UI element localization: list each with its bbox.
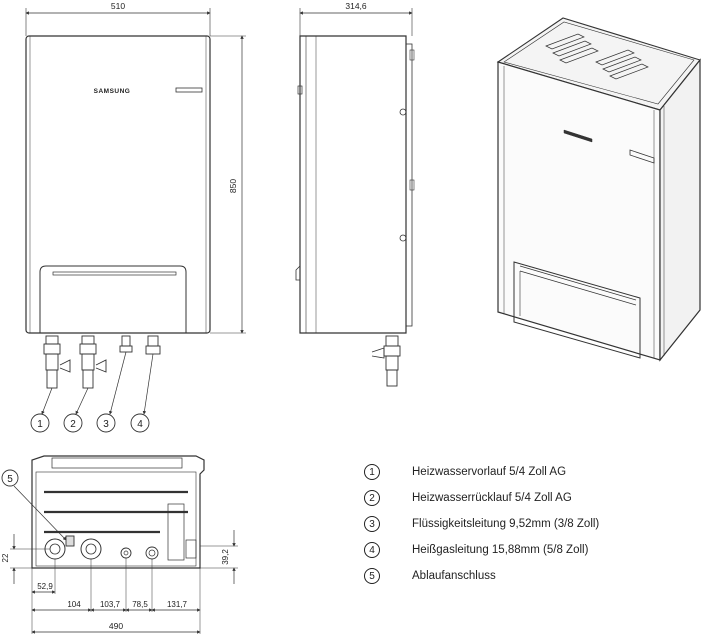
svg-text:1: 1	[37, 419, 43, 430]
dim-104: 104	[67, 600, 81, 609]
callout-4: 4	[130, 413, 150, 433]
front-connections	[43, 335, 161, 389]
legend-text: Ablaufanschluss	[412, 570, 496, 582]
dim-22: 22	[1, 553, 10, 562]
callout-2: 2	[63, 413, 83, 433]
legend-item-5: 5 Ablaufanschluss	[364, 566, 496, 586]
isometric-view	[496, 17, 701, 362]
side-view	[295, 8, 415, 387]
legend-item-2: 2 Heizwasserrücklauf 5/4 Zoll AG	[364, 488, 572, 508]
svg-text:4: 4	[137, 419, 143, 430]
legend-item-1: 1 Heizwasservorlauf 5/4 Zoll AG	[364, 462, 566, 482]
legend-text: Flüssigkeitsleitung 9,52mm (3/8 Zoll)	[412, 518, 600, 530]
dim-side-depth: 314,6	[345, 1, 367, 11]
bottom-view	[10, 455, 238, 634]
brand-logo-front: SAMSUNG	[94, 88, 131, 95]
callout-3: 3	[96, 413, 116, 433]
svg-text:5: 5	[7, 474, 13, 485]
dim-height: 850	[228, 179, 238, 193]
dim-39-2: 39,2	[221, 549, 230, 565]
legend-number: 3	[364, 516, 380, 532]
svg-text:2: 2	[70, 419, 76, 430]
legend-number: 5	[364, 568, 380, 584]
dim-103-7: 103,7	[100, 600, 121, 609]
legend-item-3: 3 Flüssigkeitsleitung 9,52mm (3/8 Zoll)	[364, 514, 599, 534]
dim-bottom-width: 490	[109, 621, 123, 631]
legend-item-4: 4 Heißgasleitung 15,88mm (5/8 Zoll)	[364, 540, 588, 560]
callout-5: 5	[1, 469, 19, 487]
legend-text: Heizwasservorlauf 5/4 Zoll AG	[412, 466, 567, 478]
legend-text: Heizwasserrücklauf 5/4 Zoll AG	[412, 492, 572, 504]
legend-number: 1	[364, 464, 380, 480]
dim-78-5: 78,5	[132, 600, 148, 609]
svg-text:3: 3	[103, 419, 109, 430]
front-view	[25, 8, 246, 415]
legend-number: 4	[364, 542, 380, 558]
dim-131-7: 131,7	[167, 600, 188, 609]
legend-number: 2	[364, 490, 380, 506]
dim-52-9: 52,9	[37, 582, 53, 591]
legend-text: Heißgasleitung 15,88mm (5/8 Zoll)	[412, 544, 589, 556]
callout-1: 1	[30, 413, 50, 433]
dim-front-width: 510	[111, 1, 125, 11]
